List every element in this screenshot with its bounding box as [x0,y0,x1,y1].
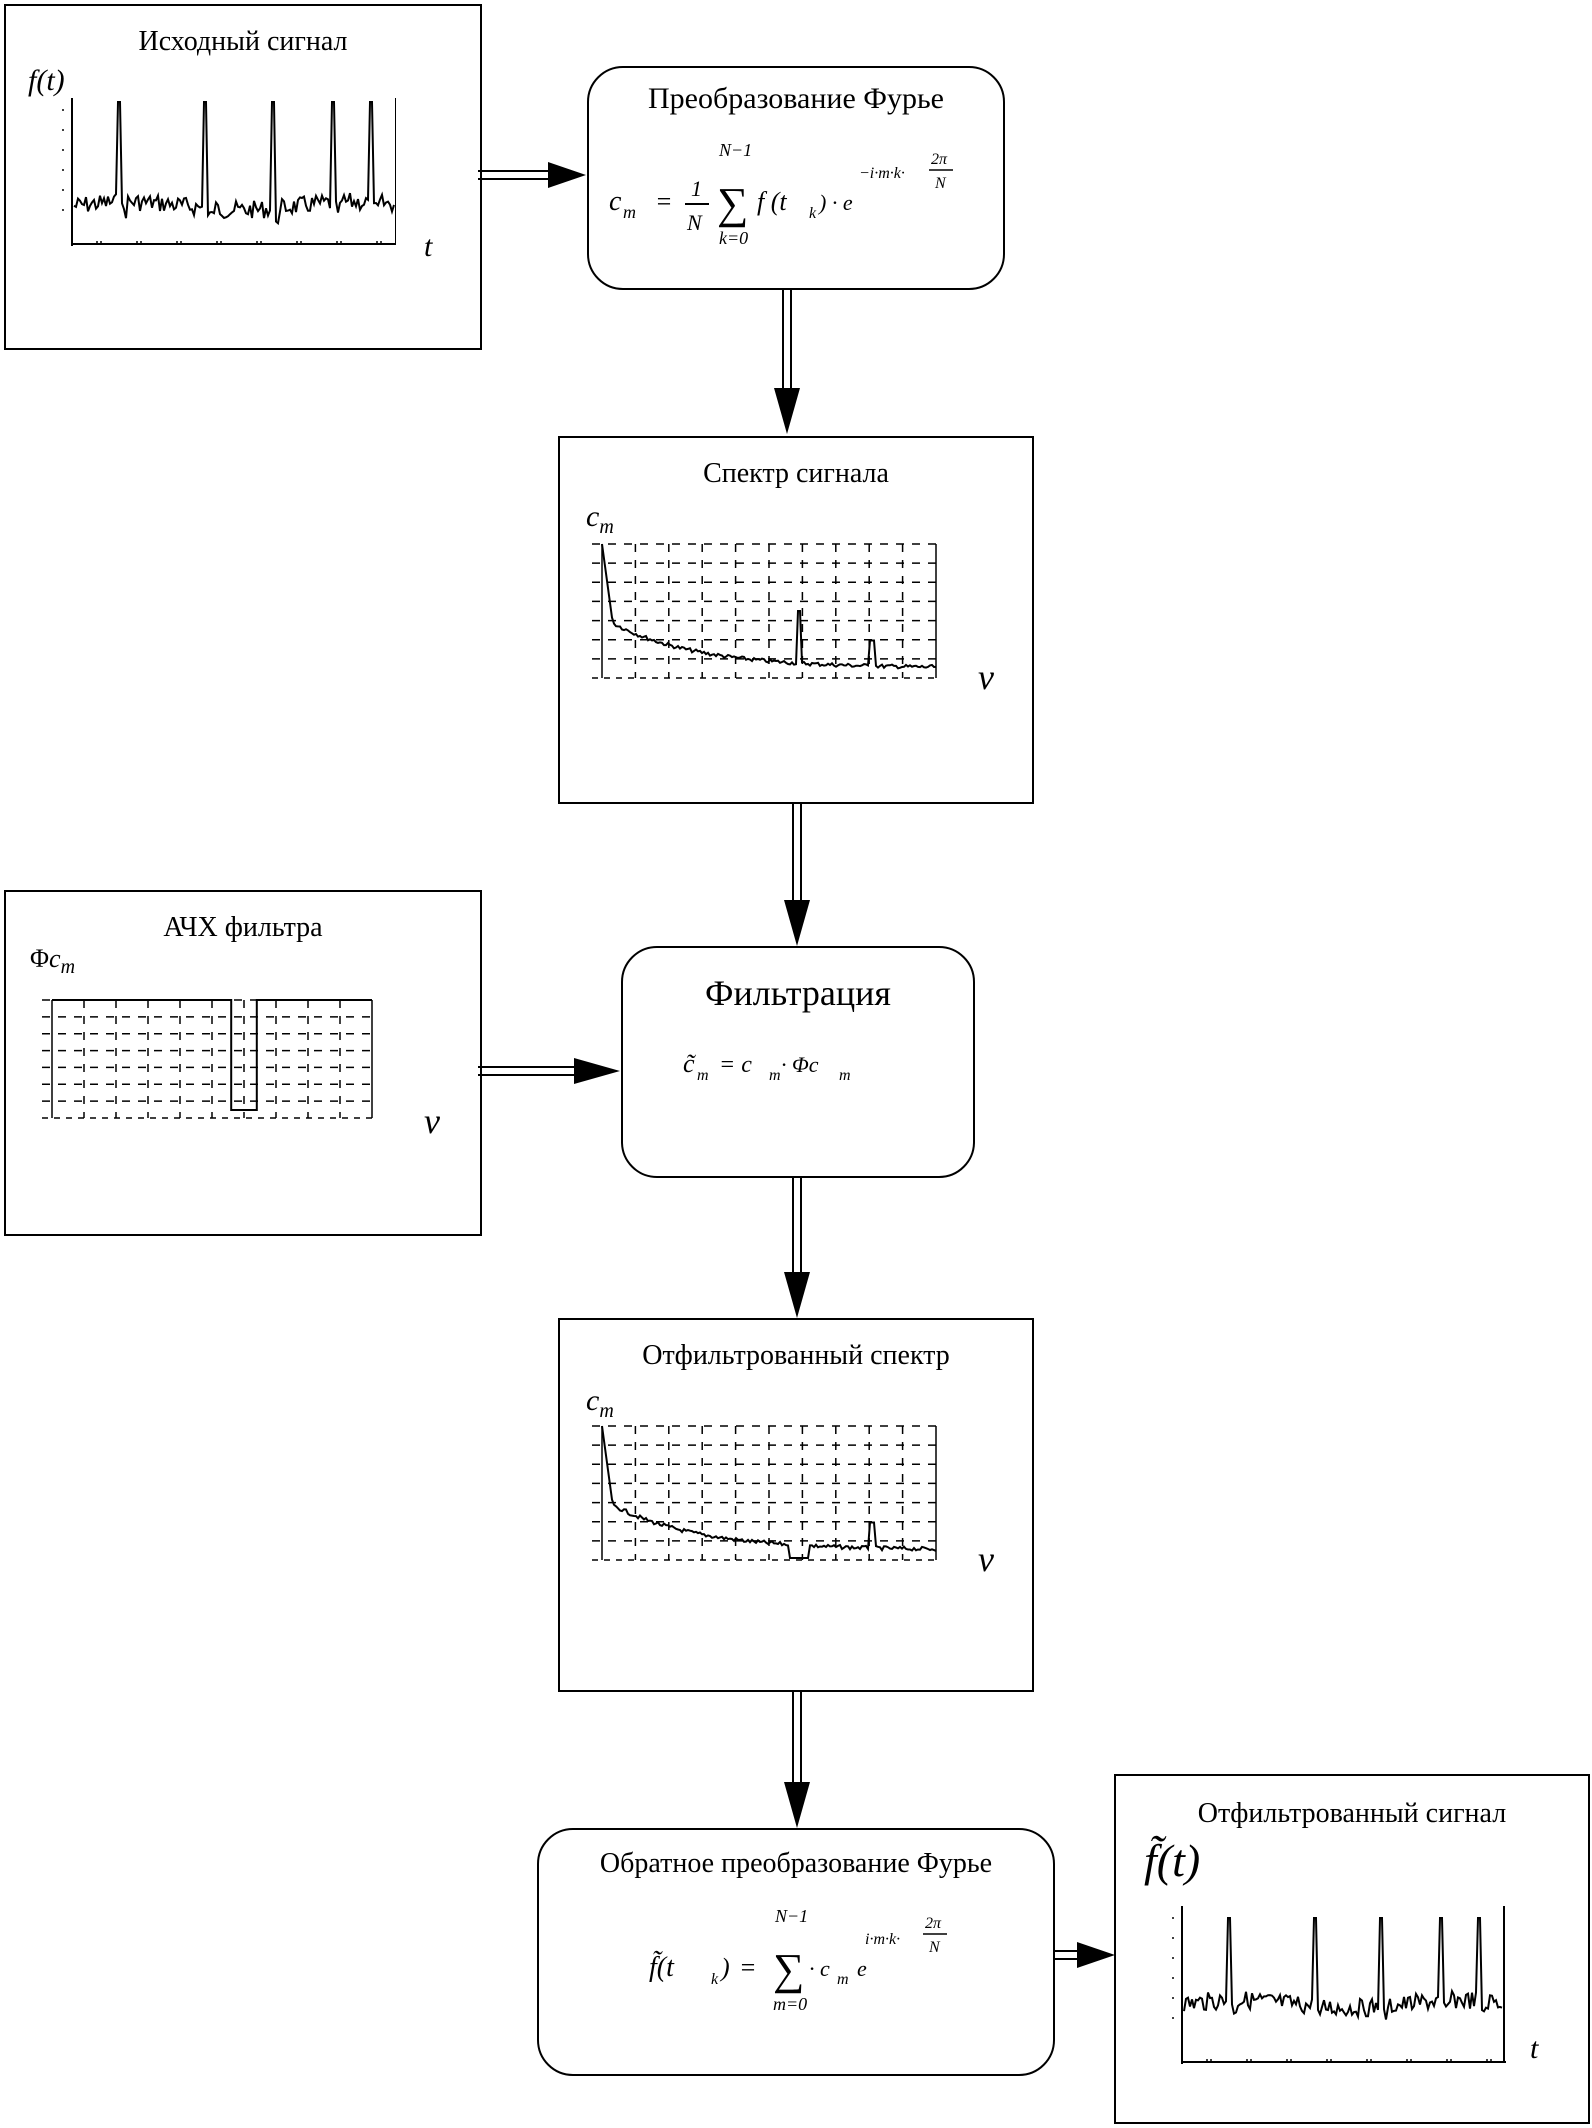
arrow-filtered-spectrum-to-inverse [784,1692,810,1828]
arrow-fourier-to-spectrum [774,288,800,434]
svg-text:· Φc: · Φc [781,1052,819,1077]
svg-text:· c: · c [809,1956,830,1981]
source-signal-title: Исходный сигнал [138,26,348,57]
svg-text:k: k [809,205,817,222]
svg-text:k: k [711,1971,719,1988]
filtered-spectrum-title: Отфильтрованный спектр [642,1340,950,1371]
svg-text:i·m·k·: i·m·k· [865,1931,900,1948]
svg-text:−i·m·k·: −i·m·k· [859,165,905,182]
source-signal-line [73,101,395,226]
svg-text:) · e: ) · e [817,190,853,215]
svg-text:N−1: N−1 [718,140,752,160]
svg-text:m: m [837,1971,849,1988]
svg-text:2π: 2π [931,151,948,168]
svg-text:e: e [857,1956,867,1981]
spectrum-block: Спектр сигнала cm ν [558,436,1034,804]
arrow-inverse-to-filtered-signal [1053,1942,1115,1968]
filtration-formula: c̃ m = c m · Φc m [683,1049,851,1084]
arrow-filter-to-filtration [478,1058,620,1084]
source-y-label: f(t) [28,64,65,97]
filtration-block: Фильтрация c̃ m = c m · Φc m [621,946,975,1178]
svg-text:): ) [719,1953,730,1982]
spectrum-title: Спектр сигнала [703,458,889,489]
inverse-fourier-block: Обратное преобразование Фурье f̃(t k ) =… [537,1828,1055,2076]
svg-text:f (t: f (t [757,187,787,216]
inverse-formula: f̃(t k ) = N−1 ∑ m=0 · c m e i·m·k· 2π N [649,1906,947,2014]
filter-response-block: АЧХ фильтра Φcm ν [4,890,482,1236]
filtered-spectrum-plot [592,1425,937,1561]
svg-text:N: N [934,175,947,192]
sigma-icon: ∑ [773,1945,804,1994]
svg-text:N: N [928,1939,941,1956]
source-signal-block: Исходный сигнал f(t) t [4,4,482,350]
arrow-spectrum-to-filtration [784,804,810,946]
source-x-label: t [424,230,433,263]
filtered-signal-block: Отфильтрованный сигнал f̃(t) t [1114,1774,1590,2124]
sigma-icon: ∑ [717,179,748,228]
filtered-spectrum-y-label: cm [586,1384,614,1422]
svg-text:=: = [739,1953,757,1982]
svg-text:m: m [623,202,636,222]
filtered-spectrum-x-label: ν [978,1539,994,1579]
filter-response-title: АЧХ фильтра [163,912,323,943]
filtration-title: Фильтрация [705,973,891,1013]
filter-x-label: ν [424,1101,440,1141]
svg-text:m: m [839,1067,851,1084]
svg-text:= c: = c [719,1052,752,1078]
source-signal-plot [62,98,396,246]
arrow-filtration-to-filtered-spectrum [784,1178,810,1318]
spectrum-x-label: ν [978,657,994,697]
fourier-formula: c m = 1 N N−1 ∑ k=0 f (t k ) · e −i·m·k·… [609,140,953,248]
filter-y-label: Φcm [30,944,76,979]
svg-text:k=0: k=0 [719,228,748,248]
svg-text:f̃(t: f̃(t [649,1951,675,1983]
fourier-block: Преобразование Фурье c m = 1 N N−1 ∑ k=0… [587,66,1005,290]
inverse-fourier-title: Обратное преобразование Фурье [599,1848,993,1879]
svg-text:N: N [686,210,703,235]
svg-text:N−1: N−1 [774,1906,808,1926]
fourier-title: Преобразование Фурье [648,82,944,115]
filtered-signal-x-label: t [1530,2032,1539,2065]
svg-text:m: m [769,1067,781,1084]
spectrum-line [601,543,937,670]
spectrum-plot [592,543,937,679]
arrow-source-to-fourier [478,162,586,188]
svg-text:2π: 2π [925,1915,942,1932]
filter-response-line [52,999,372,1111]
filtered-spectrum-block: Отфильтрованный спектр cm ν [558,1318,1034,1692]
fourier-lhs: c [609,186,622,217]
spectrum-y-label: cm [586,500,614,538]
svg-text:1: 1 [691,176,702,201]
filtered-signal-line [1183,1917,1503,2021]
filtered-signal-title: Отфильтрованный сигнал [1197,1798,1507,1829]
svg-text:c̃: c̃ [683,1049,697,1078]
filtered-spectrum-line [601,1425,937,1559]
svg-text:m=0: m=0 [773,1994,807,2014]
filtered-signal-y-label: f̃(t) [1144,1835,1201,1886]
svg-text:m: m [697,1067,709,1084]
svg-text:=: = [655,187,673,216]
filter-response-plot [42,999,373,1119]
filtered-signal-plot [1172,1906,1506,2064]
